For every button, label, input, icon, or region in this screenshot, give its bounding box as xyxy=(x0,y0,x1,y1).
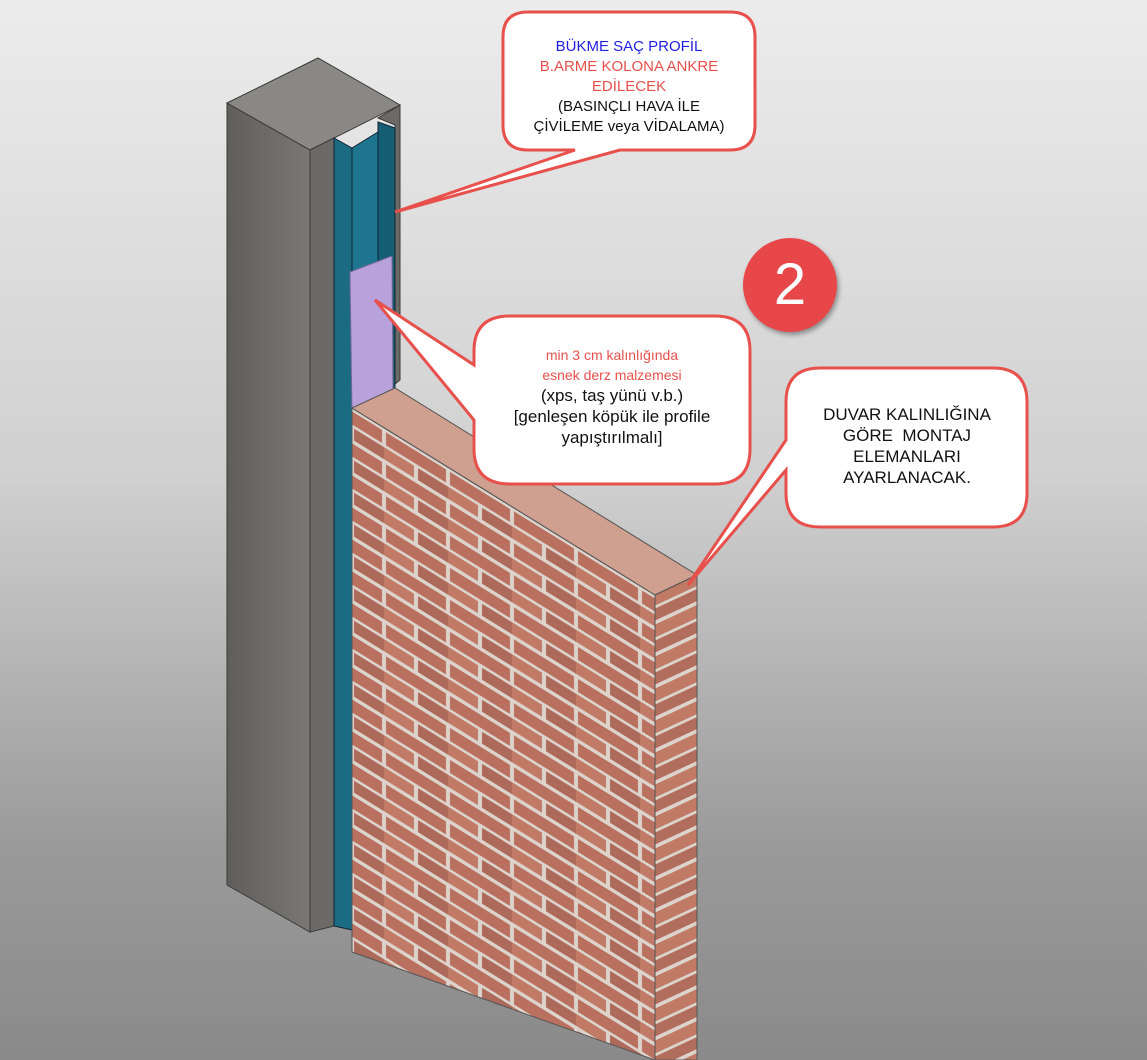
callout-profile: BÜKME SAÇ PROFİL B.ARME KOLONA ANKRE EDİ… xyxy=(505,37,753,137)
callout-profile-title: BÜKME SAÇ PROFİL xyxy=(555,38,703,55)
concrete-column xyxy=(225,57,402,933)
step-number-badge: 2 xyxy=(743,238,837,332)
callout-wall-shape xyxy=(686,366,1029,586)
callout-filler-line: yapıştırılmalı] xyxy=(561,428,663,447)
callout-wall-line: GÖRE MONTAJ xyxy=(842,426,972,445)
callout-wall-line: AYARLANACAK. xyxy=(843,468,971,487)
callout-filler: min 3 cm kalınlığında esnek derz malzeme… xyxy=(476,345,748,448)
brick-wall xyxy=(350,387,699,1060)
callout-profile-line: (BASINÇLI HAVA İLE xyxy=(558,98,700,115)
callout-filler-shape xyxy=(373,298,752,486)
callout-filler-line: min 3 cm kalınlığında xyxy=(545,347,679,363)
callout-wall-line: DUVAR KALINLIĞINA xyxy=(823,405,991,424)
callout-wall: DUVAR KALINLIĞINA GÖRE MONTAJ ELEMANLARI… xyxy=(788,404,1026,488)
callout-filler-line: esnek derz malzemesi xyxy=(542,367,682,383)
flexible-joint-filler xyxy=(349,255,394,413)
callout-profile-shape xyxy=(394,10,757,214)
callout-filler-line: (xps, taş yünü v.b.) xyxy=(540,386,684,405)
callout-profile-line: B.ARME KOLONA ANKRE xyxy=(539,58,719,75)
callout-filler-line: [genleşen köpük ile profile xyxy=(513,407,711,426)
callout-wall-line: ELEMANLARI xyxy=(853,447,961,466)
callout-profile-line: EDİLECEK xyxy=(591,78,667,95)
callout-profile-line: ÇİVİLEME veya VİDALAMA) xyxy=(533,118,725,135)
